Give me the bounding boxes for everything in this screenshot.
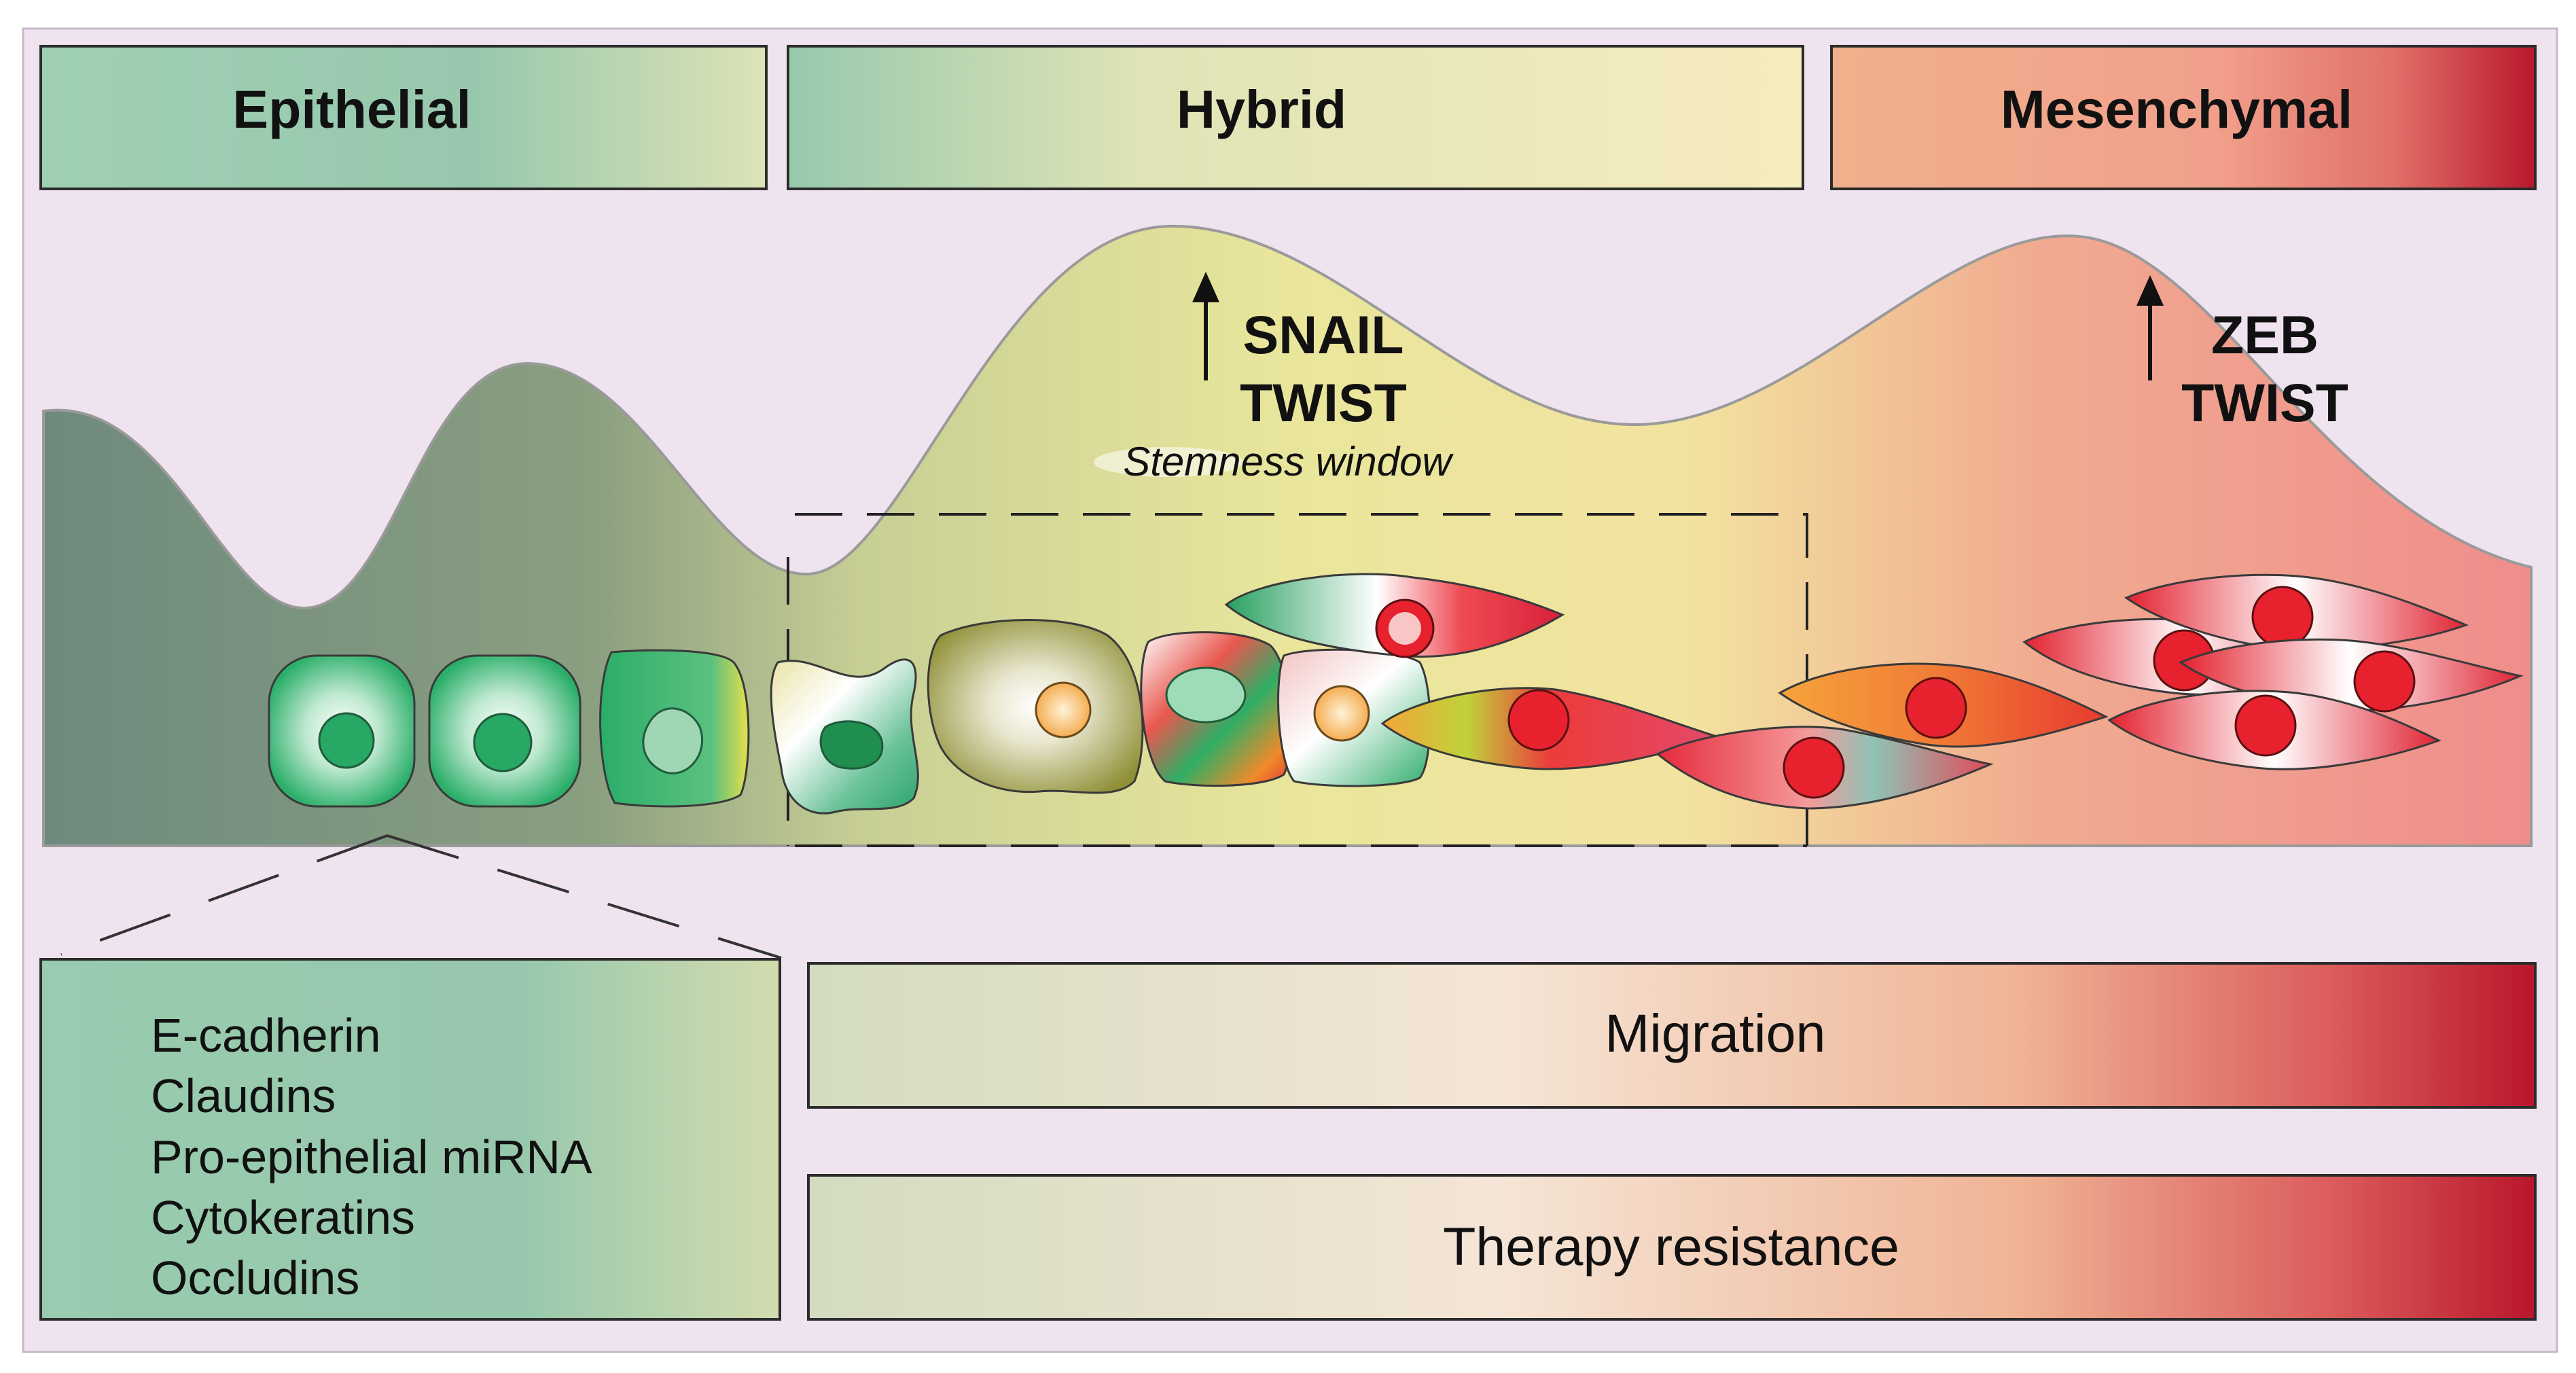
up-arrowhead-icon	[1192, 272, 1219, 302]
spindle-cell	[1224, 573, 1565, 658]
nucleus	[642, 707, 704, 774]
mesenchymal-cell	[2124, 573, 2469, 651]
nucleus-highlight	[1389, 612, 1421, 645]
spindle-cell	[1778, 662, 2109, 748]
phase-label-mesenchymal: Mesenchymal	[2001, 79, 2353, 139]
phase-header-mesenchymal: Mesenchymal	[1830, 45, 2537, 190]
tf-twist-mesenchymal: TWIST	[2181, 372, 2348, 433]
migration-bar: Migration	[807, 962, 2537, 1109]
hybrid-tf-group: SNAIL TWIST	[1192, 272, 1407, 433]
epithelial-markers-box: E-cadherin Claudins Pro-epithelial miRNA…	[39, 958, 781, 1321]
nucleus	[1165, 666, 1247, 724]
tf-twist-hybrid: TWIST	[1240, 372, 1407, 433]
therapy-resistance-label: Therapy resistance	[1443, 1216, 1899, 1277]
up-arrowhead-icon	[2136, 275, 2164, 306]
marker-cytokeratins: Cytokeratins	[151, 1191, 415, 1244]
nucleus	[1783, 736, 1845, 799]
phase-label-hybrid: Hybrid	[1177, 79, 1346, 139]
marker-e-cadherin: E-cadherin	[151, 1009, 381, 1062]
nucleus	[1035, 681, 1092, 738]
mesenchymal-tf-group: ZEB TWIST	[2136, 275, 2348, 433]
transitioning-cell	[770, 658, 919, 815]
marker-pro-epithelial-mirna: Pro-epithelial miRNA	[151, 1130, 592, 1183]
stemness-window-label: Stemness window	[1123, 439, 1454, 484]
stemness-highlight	[1094, 447, 1243, 477]
marker-occludins: Occludins	[151, 1251, 359, 1304]
nucleus	[1313, 685, 1370, 742]
mesenchymal-cell	[2107, 690, 2441, 770]
epithelial-cell	[428, 654, 582, 808]
tf-zeb: ZEB	[2211, 304, 2319, 365]
nucleus	[1905, 677, 1967, 739]
nucleus	[318, 712, 375, 769]
hybrid-cell-olive	[927, 619, 1144, 794]
tf-snail: SNAIL	[1243, 304, 1404, 365]
nucleus	[2251, 586, 2314, 648]
epithelial-cell	[599, 649, 750, 808]
phase-label-epithelial: Epithelial	[232, 79, 471, 139]
therapy-resistance-bar: Therapy resistance	[807, 1174, 2537, 1321]
phase-header-epithelial: Epithelial	[39, 45, 768, 190]
nucleus	[819, 720, 884, 770]
phase-header-hybrid: Hybrid	[787, 45, 1804, 190]
hybrid-cell-mixed	[1140, 631, 1292, 787]
spindle-cell	[1656, 726, 1994, 810]
epithelial-cell	[268, 654, 416, 808]
nucleus	[473, 713, 533, 772]
marker-claudins: Claudins	[151, 1069, 336, 1122]
hybrid-cell-pale	[1277, 648, 1431, 787]
migration-label: Migration	[1605, 1003, 1826, 1063]
nucleus	[2234, 694, 2297, 757]
nucleus	[2353, 650, 2416, 713]
nucleus	[1507, 689, 1570, 751]
zoom-callout-lines	[60, 834, 782, 959]
